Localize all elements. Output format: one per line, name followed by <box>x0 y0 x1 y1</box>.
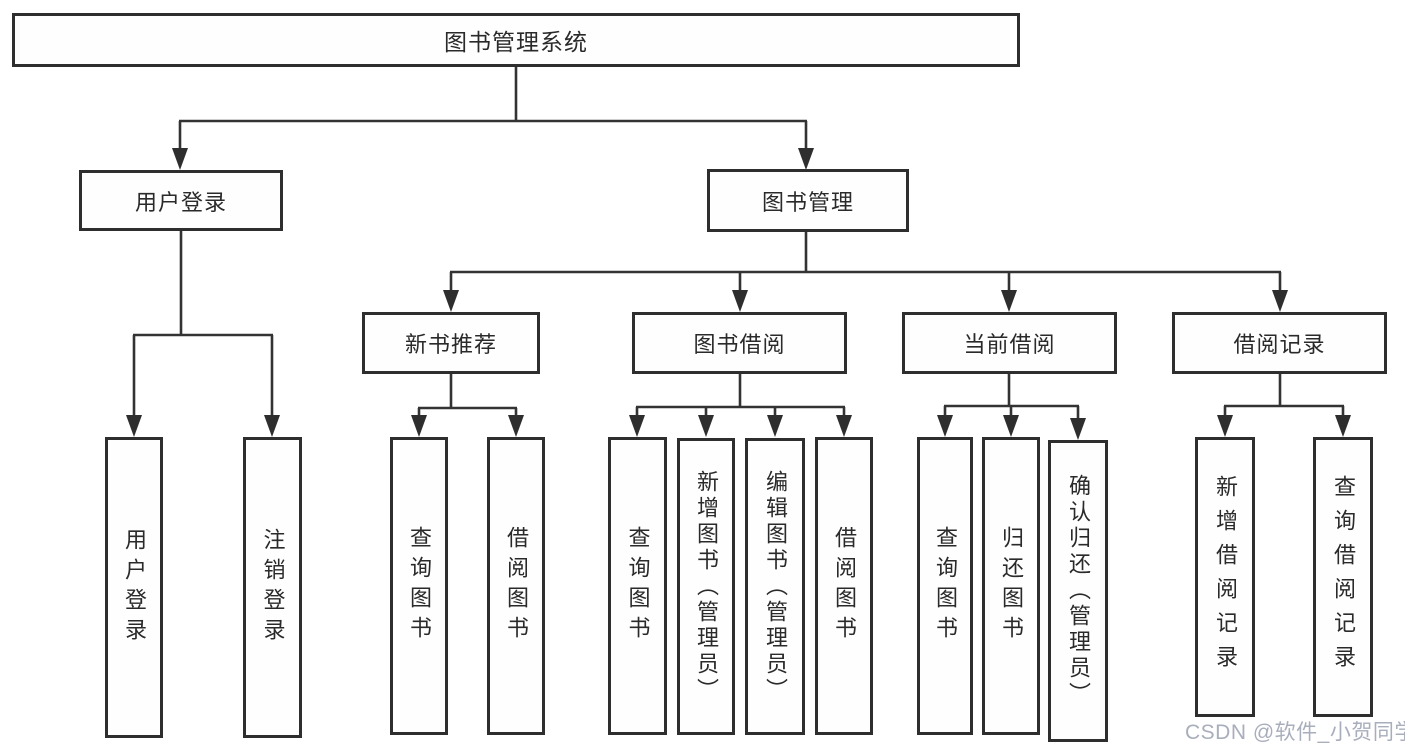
connector-book-borrow-children <box>629 374 852 437</box>
arrowhead-down-icon <box>767 415 783 437</box>
arrowhead-down-icon <box>411 415 427 437</box>
leaf-records-query-record: 查询借阅记录 <box>1313 437 1373 717</box>
watermark: CSDN @软件_小贺同学 <box>1185 721 1405 744</box>
leaf-borrow-borrow-books: 借阅图书 <box>815 437 873 735</box>
connector-current-borrow-children <box>937 374 1086 440</box>
node-user-login: 用户登录 <box>79 170 283 231</box>
node-borrow-records: 借阅记录 <box>1172 312 1387 374</box>
connector-root-to-level2 <box>172 67 814 170</box>
arrowhead-down-icon <box>443 290 459 312</box>
arrowhead-down-icon <box>937 415 953 437</box>
node-new-book-recommend: 新书推荐 <box>362 312 540 374</box>
leaf-logout-login: 注销登录 <box>243 437 302 738</box>
arrowhead-down-icon <box>508 415 524 437</box>
arrowhead-down-icon <box>732 290 748 312</box>
node-root-system: 图书管理系统 <box>12 13 1020 67</box>
arrowhead-down-icon <box>1001 290 1017 312</box>
arrowhead-down-icon <box>1070 418 1086 440</box>
connector-borrow-records-children <box>1217 374 1351 437</box>
connector-user-login-children <box>126 230 280 437</box>
connector-book-management-children <box>443 232 1288 312</box>
leaf-recommend-query-books: 查询图书 <box>390 437 448 735</box>
arrowhead-down-icon <box>698 415 714 437</box>
arrowhead-down-icon <box>1335 415 1351 437</box>
leaf-current-query-books: 查询图书 <box>917 437 973 735</box>
arrowhead-down-icon <box>1003 415 1019 437</box>
leaf-current-return-books: 归还图书 <box>982 437 1040 735</box>
arrowhead-down-icon <box>172 148 188 170</box>
node-book-borrow: 图书借阅 <box>632 312 847 374</box>
arrowhead-down-icon <box>836 415 852 437</box>
arrowhead-down-icon <box>798 148 814 170</box>
arrowhead-down-icon <box>264 415 280 437</box>
leaf-borrow-query-books: 查询图书 <box>608 437 667 735</box>
leaf-recommend-borrow-books: 借阅图书 <box>487 437 545 735</box>
leaf-current-confirm-return-admin: 确认归还（管理员） <box>1048 440 1108 742</box>
arrowhead-down-icon <box>1272 290 1288 312</box>
node-book-management: 图书管理 <box>707 169 909 232</box>
leaf-user-login: 用户登录 <box>105 437 163 738</box>
node-current-borrow: 当前借阅 <box>902 312 1117 374</box>
arrowhead-down-icon <box>1217 415 1233 437</box>
leaf-borrow-add-books-admin: 新增图书（管理员） <box>677 438 735 735</box>
leaf-records-add-record: 新增借阅记录 <box>1195 437 1255 717</box>
arrowhead-down-icon <box>126 415 142 437</box>
leaf-borrow-edit-books-admin: 编辑图书（管理员） <box>745 438 805 735</box>
arrowhead-down-icon <box>629 415 645 437</box>
connector-new-book-recommend-children <box>411 374 524 437</box>
